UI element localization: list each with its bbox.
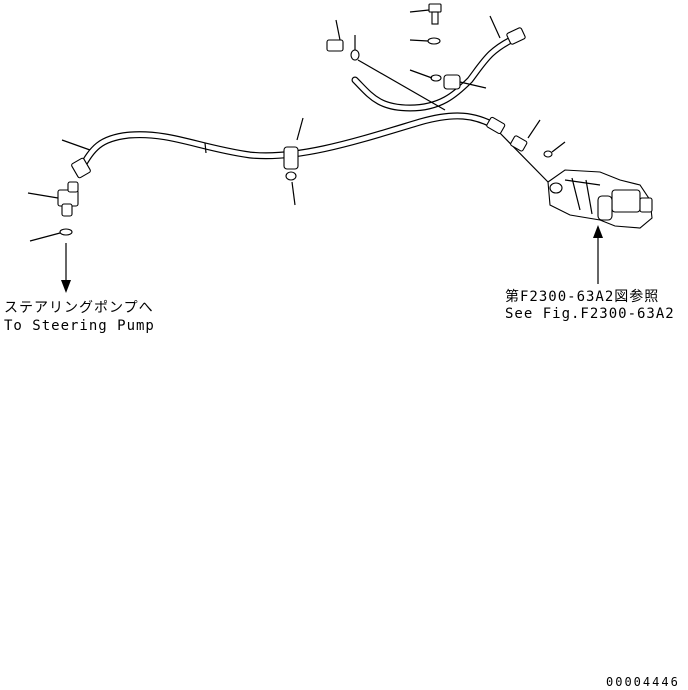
drawing-number: 00004446 — [606, 675, 680, 689]
main-hose — [76, 112, 499, 174]
o-ring-left — [29, 228, 73, 242]
washer — [409, 37, 441, 45]
elbow-fitting-left — [27, 181, 79, 217]
arrow-see-figure — [593, 225, 603, 284]
hose-clamp-upper — [409, 69, 487, 90]
to-steering-pump-jp-label: ステアリングポンプへ — [4, 300, 154, 316]
see-figure-en-label: See Fig.F2300-63A2 — [505, 306, 675, 322]
to-steering-pump-en-label: To Steering Pump — [4, 318, 155, 334]
hose-clamp-main — [283, 117, 304, 206]
upper-hose — [351, 15, 519, 112]
steering-valve — [547, 169, 653, 229]
valve-inlet-fitting — [486, 116, 541, 152]
o-ring-valve — [543, 141, 566, 158]
bolt — [409, 3, 442, 25]
see-figure-jp-label: 第F2300-63A2図参照 — [505, 288, 659, 305]
upper-left-nut — [350, 35, 360, 61]
hose-end-fitting-left — [61, 139, 91, 179]
upper-left-fitting — [326, 19, 344, 52]
leader-lines-crossing — [357, 59, 549, 183]
upper-hose-end-fitting — [506, 27, 526, 45]
arrow-to-steering-pump — [61, 243, 71, 293]
